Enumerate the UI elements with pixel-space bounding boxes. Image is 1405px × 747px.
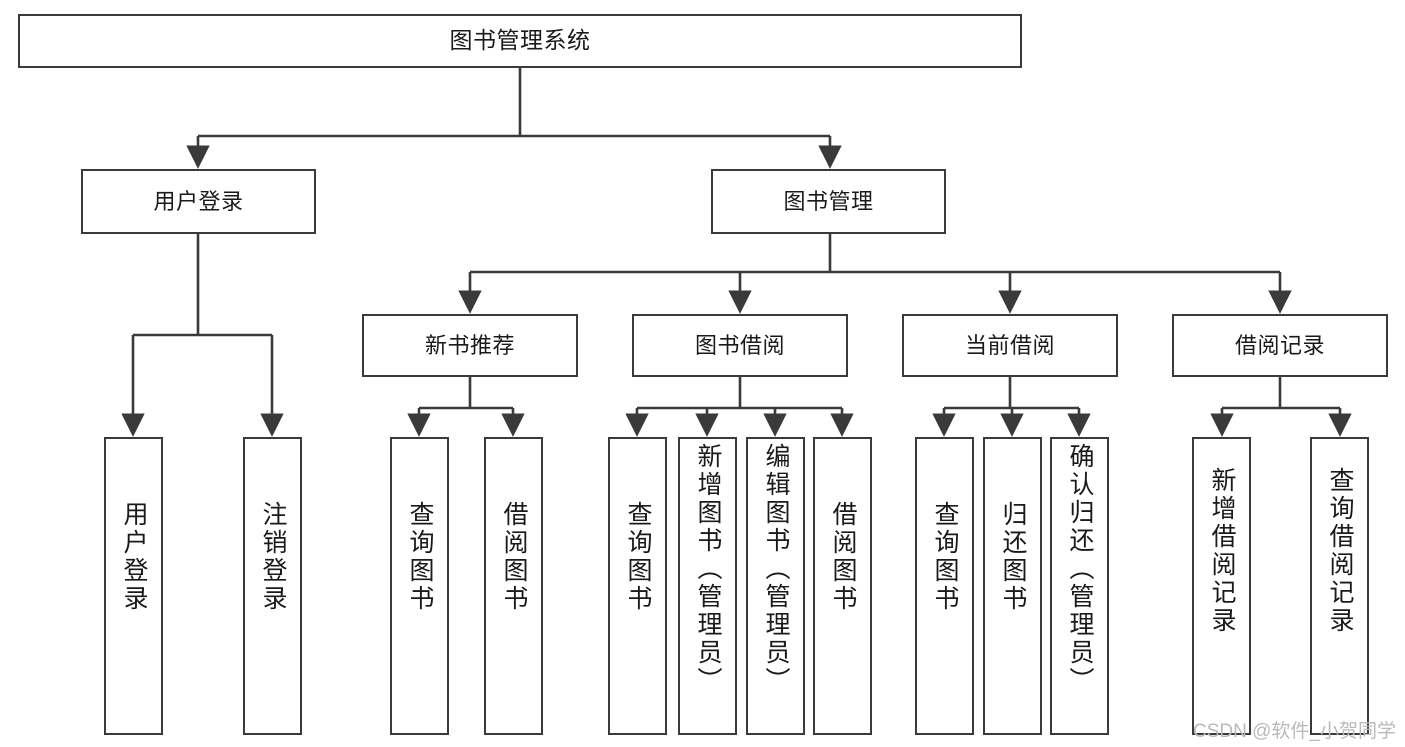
leaf-query-book-1[interactable]: 查询图书: [390, 437, 449, 735]
node-label: 查询图书: [406, 501, 434, 613]
node-root-system[interactable]: 图书管理系统: [18, 14, 1022, 68]
node-new-book-recommend[interactable]: 新书推荐: [362, 314, 578, 377]
node-label: 查询借阅记录: [1326, 467, 1354, 635]
node-label: 用户登录: [153, 188, 244, 214]
node-label: 编辑图书（管理员）: [762, 443, 790, 695]
node-book-management[interactable]: 图书管理: [711, 169, 946, 234]
node-label: 图书管理系统: [449, 27, 591, 54]
leaf-borrow-book-1[interactable]: 借阅图书: [484, 437, 543, 735]
node-label: 归还图书: [999, 501, 1027, 613]
node-label: 新书推荐: [424, 332, 515, 358]
node-label: 查询图书: [624, 501, 652, 613]
node-label: 当前借阅: [964, 332, 1055, 358]
leaf-user-login[interactable]: 用户登录: [104, 437, 163, 735]
node-label: 新增借阅记录: [1208, 467, 1236, 635]
node-label: 用户登录: [120, 501, 148, 613]
leaf-query-borrow-record[interactable]: 查询借阅记录: [1310, 437, 1369, 735]
node-label: 图书管理: [783, 188, 874, 214]
leaf-add-book[interactable]: 新增图书（管理员）: [678, 437, 737, 735]
node-label: 查询图书: [931, 501, 959, 613]
node-label: 图书借阅: [694, 332, 785, 358]
leaf-query-book-3[interactable]: 查询图书: [915, 437, 974, 735]
node-label: 确认归还（管理员）: [1066, 443, 1094, 695]
leaf-borrow-book-2[interactable]: 借阅图书: [813, 437, 872, 735]
watermark-text: CSDN @软件_小贺同学: [1193, 721, 1396, 742]
node-borrow-record[interactable]: 借阅记录: [1172, 314, 1388, 377]
node-user-login[interactable]: 用户登录: [81, 169, 316, 234]
node-label: 借阅图书: [500, 501, 528, 613]
node-label: 注销登录: [259, 501, 287, 613]
leaf-confirm-return[interactable]: 确认归还（管理员）: [1050, 437, 1109, 735]
leaf-add-borrow-record[interactable]: 新增借阅记录: [1192, 437, 1251, 735]
leaf-logout-login[interactable]: 注销登录: [243, 437, 302, 735]
leaf-edit-book[interactable]: 编辑图书（管理员）: [746, 437, 805, 735]
node-label: 借阅图书: [829, 501, 857, 613]
leaf-query-book-2[interactable]: 查询图书: [608, 437, 667, 735]
node-label: 新增图书（管理员）: [694, 443, 722, 695]
leaf-return-book[interactable]: 归还图书: [983, 437, 1042, 735]
node-current-borrow[interactable]: 当前借阅: [902, 314, 1118, 377]
node-label: 借阅记录: [1234, 332, 1325, 358]
node-book-borrow[interactable]: 图书借阅: [632, 314, 848, 377]
